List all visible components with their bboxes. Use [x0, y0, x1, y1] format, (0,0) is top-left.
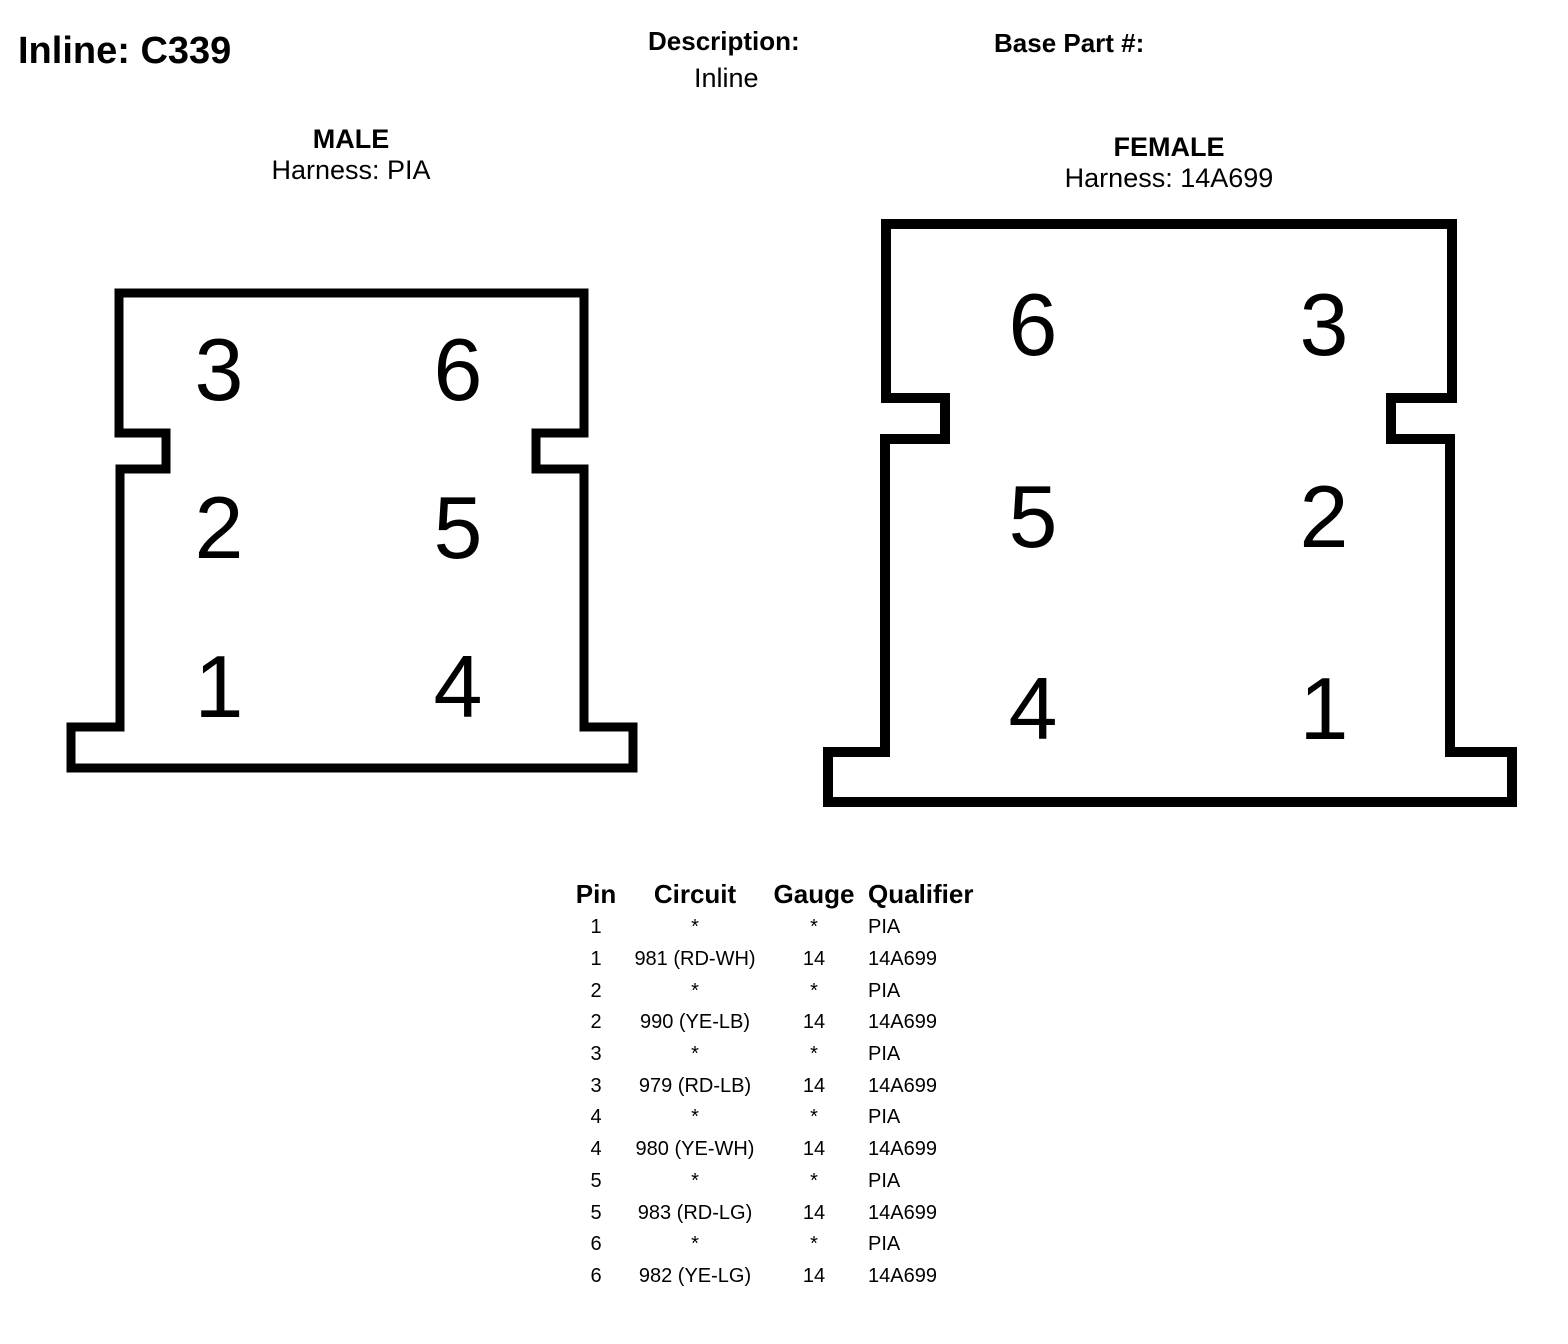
- table-row: 1 * * PIA: [566, 912, 992, 944]
- male-pin-label: 6: [434, 320, 483, 419]
- circuit-cell: *: [691, 1043, 699, 1066]
- pin-cell: 4: [590, 1138, 602, 1161]
- table-row: 4 980 (YE-WH) 14 14A699: [566, 1134, 992, 1166]
- pin-cell: 5: [590, 1169, 602, 1192]
- qualifier-cell: 14A699: [868, 1138, 937, 1161]
- gauge-cell: *: [810, 1233, 818, 1256]
- female-label: FEMALE: [1113, 132, 1225, 162]
- pin-cell: 1: [590, 916, 602, 939]
- qualifier-cell: PIA: [868, 1169, 901, 1192]
- pin-cell: 3: [590, 1043, 602, 1066]
- table-row: 3 * * PIA: [566, 1039, 992, 1071]
- table-row: 4 * * PIA: [566, 1102, 992, 1134]
- gauge-cell: *: [810, 1043, 818, 1066]
- column-header-pin: Pin: [575, 878, 617, 909]
- table-row: 3 979 (RD-LB) 14 14A699: [566, 1070, 992, 1102]
- circuit-cell: *: [691, 1233, 699, 1256]
- qualifier-cell: PIA: [868, 1043, 901, 1066]
- pin-cell: 2: [590, 1011, 602, 1034]
- female-connector-outline: [823, 219, 1517, 807]
- gauge-cell: *: [810, 1169, 818, 1192]
- circuit-cell: *: [691, 979, 699, 1002]
- pin-circuit-table: Pin Circuit Gauge Qualifier 1 * * PIA 1 …: [566, 876, 992, 1292]
- gauge-cell: 14: [802, 1138, 826, 1161]
- qualifier-cell: 14A699: [868, 1264, 937, 1287]
- table-header-row: Pin Circuit Gauge Qualifier: [566, 876, 992, 912]
- table-row: 5 * * PIA: [566, 1166, 992, 1198]
- qualifier-cell: PIA: [868, 1233, 901, 1256]
- pin-cell: 1: [590, 948, 602, 971]
- description-value: Inline: [694, 63, 759, 93]
- circuit-cell: 981 (RD-WH): [634, 948, 756, 971]
- pin-cell: 3: [590, 1074, 602, 1097]
- qualifier-cell: 14A699: [868, 1011, 937, 1034]
- gauge-cell: 14: [802, 948, 826, 971]
- male-connector-outline: [66, 288, 638, 773]
- male-label: MALE: [312, 124, 390, 154]
- qualifier-cell: 14A699: [868, 948, 937, 971]
- female-pin-label: 5: [1009, 467, 1058, 566]
- column-header-gauge: Gauge: [773, 878, 855, 909]
- table-row: 2 * * PIA: [566, 975, 992, 1007]
- column-header-qualifier: Qualifier: [868, 878, 974, 909]
- circuit-cell: 979 (RD-LB): [638, 1074, 752, 1097]
- gauge-cell: 14: [802, 1074, 826, 1097]
- table-row: 2 990 (YE-LB) 14 14A699: [566, 1007, 992, 1039]
- pin-cell: 6: [590, 1264, 602, 1287]
- circuit-cell: *: [691, 916, 699, 939]
- male-pin-label: 5: [434, 478, 483, 577]
- gauge-cell: *: [810, 1106, 818, 1129]
- base-part-label: Base Part #:: [994, 28, 1145, 58]
- table-row: 1 981 (RD-WH) 14 14A699: [566, 944, 992, 976]
- column-header-circuit: Circuit: [653, 878, 737, 909]
- female-pin-label: 4: [1009, 659, 1058, 758]
- male-pin-label: 4: [434, 637, 483, 736]
- male-pin-label: 1: [195, 637, 244, 736]
- male-connector-header: MALE Harness: PIA: [101, 124, 601, 186]
- female-harness-label: Harness: 14A699: [1064, 163, 1274, 193]
- qualifier-cell: 14A699: [868, 1201, 937, 1224]
- description-label: Description:: [648, 26, 800, 56]
- male-pin-label: 2: [195, 478, 244, 577]
- qualifier-cell: 14A699: [868, 1074, 937, 1097]
- connector-title: Inline: C339: [18, 30, 232, 72]
- pin-cell: 2: [590, 979, 602, 1002]
- circuit-cell: 982 (YE-LG): [638, 1264, 752, 1287]
- qualifier-cell: PIA: [868, 1106, 901, 1129]
- gauge-cell: *: [810, 916, 818, 939]
- table-row: 6 982 (YE-LG) 14 14A699: [566, 1261, 992, 1293]
- female-pin-label: 2: [1300, 467, 1349, 566]
- male-harness-label: Harness: PIA: [271, 155, 431, 185]
- pin-cell: 6: [590, 1233, 602, 1256]
- gauge-cell: 14: [802, 1264, 826, 1287]
- gauge-cell: 14: [802, 1011, 826, 1034]
- circuit-cell: 980 (YE-WH): [635, 1138, 755, 1161]
- pin-cell: 5: [590, 1201, 602, 1224]
- male-pin-label: 3: [195, 320, 244, 419]
- qualifier-cell: PIA: [868, 916, 901, 939]
- female-pin-label: 1: [1300, 659, 1349, 758]
- circuit-cell: *: [691, 1106, 699, 1129]
- circuit-cell: 990 (YE-LB): [639, 1011, 751, 1034]
- circuit-cell: *: [691, 1169, 699, 1192]
- gauge-cell: *: [810, 979, 818, 1002]
- qualifier-cell: PIA: [868, 979, 901, 1002]
- pin-cell: 4: [590, 1106, 602, 1129]
- female-connector-header: FEMALE Harness: 14A699: [919, 132, 1419, 194]
- gauge-cell: 14: [802, 1201, 826, 1224]
- table-row: 6 * * PIA: [566, 1229, 992, 1261]
- table-row: 5 983 (RD-LG) 14 14A699: [566, 1197, 992, 1229]
- circuit-cell: 983 (RD-LG): [637, 1201, 753, 1224]
- female-pin-label: 6: [1009, 275, 1058, 374]
- female-pin-label: 3: [1300, 275, 1349, 374]
